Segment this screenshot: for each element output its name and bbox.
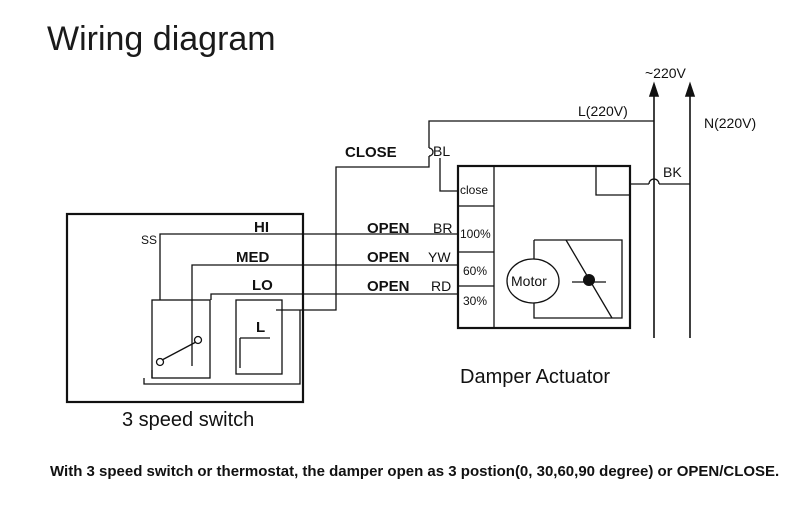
open-rd-label: OPEN bbox=[367, 278, 410, 295]
br-label: BR bbox=[433, 220, 452, 236]
close-wire bbox=[439, 158, 458, 192]
speed-wires bbox=[159, 233, 458, 366]
actuator-100-label: 100% bbox=[460, 227, 491, 241]
switch-hi-label: HI bbox=[254, 219, 269, 236]
live-wire bbox=[276, 120, 690, 311]
open-yw-label: OPEN bbox=[367, 249, 410, 266]
actuator-close-label: close bbox=[460, 183, 488, 197]
rd-label: RD bbox=[431, 278, 451, 294]
motor-circle bbox=[506, 258, 560, 304]
switch-box bbox=[65, 212, 305, 404]
switch-ss-label: SS bbox=[141, 233, 157, 247]
diagram-title: Wiring diagram bbox=[47, 20, 276, 58]
motor-label: Motor bbox=[511, 273, 547, 289]
neutral-label: N(220V) bbox=[704, 115, 756, 131]
switch-caption: 3 speed switch bbox=[122, 409, 255, 431]
actuator-caption: Damper Actuator bbox=[460, 366, 611, 388]
neutral-arrow-icon bbox=[684, 81, 696, 97]
close-label: CLOSE bbox=[345, 144, 397, 161]
actuator-30-label: 30% bbox=[463, 294, 487, 308]
supply-lines bbox=[648, 81, 696, 338]
live-label: L(220V) bbox=[578, 103, 628, 119]
live-arrow-icon bbox=[648, 81, 660, 97]
switch-med-label: MED bbox=[236, 249, 270, 266]
switch-internals bbox=[143, 299, 301, 385]
bk-label: BK bbox=[663, 164, 682, 180]
supply-voltage-label: ~220V bbox=[645, 65, 687, 81]
switch-l-label: L bbox=[256, 319, 265, 336]
description-caption: With 3 speed switch or thermostat, the d… bbox=[50, 463, 780, 480]
actuator-60-label: 60% bbox=[463, 264, 487, 278]
bl-label: BL bbox=[433, 143, 450, 159]
damper-pivot-icon bbox=[583, 274, 595, 286]
open-br-label: OPEN bbox=[367, 220, 410, 237]
yw-label: YW bbox=[428, 249, 451, 265]
actuator-box bbox=[456, 164, 632, 330]
switch-lo-label: LO bbox=[252, 277, 273, 294]
